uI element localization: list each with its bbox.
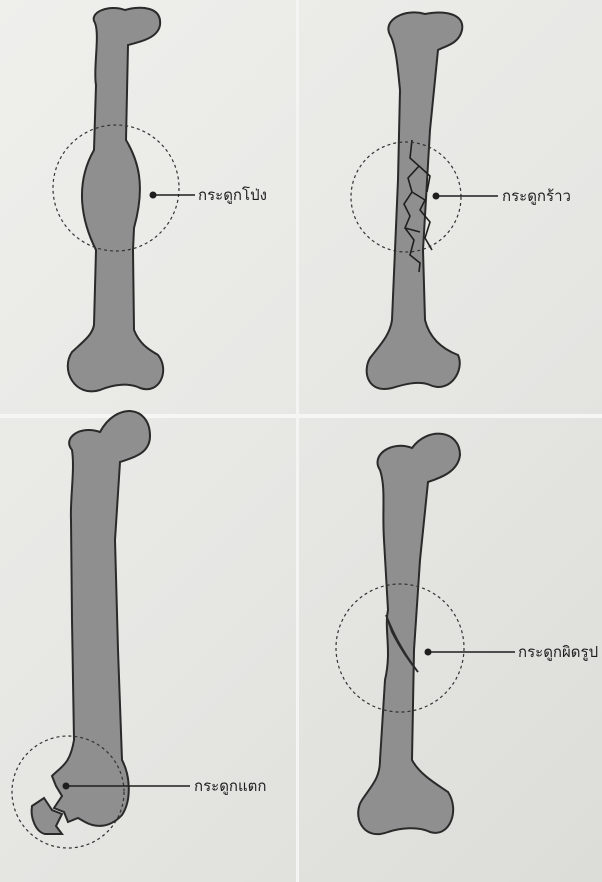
bone-swollen xyxy=(68,8,163,392)
label-broken-bone: กระดูกแตก xyxy=(194,777,267,795)
cracked-leader-dot xyxy=(433,193,440,200)
deformed-leader-dot xyxy=(425,649,432,656)
label-cracked-bone: กระดูกร้าว xyxy=(502,187,571,205)
bone-broken xyxy=(52,411,150,826)
label-deformed-bone: กระดูกผิดรูป xyxy=(518,643,598,661)
bone-deformed xyxy=(358,434,460,835)
broken-leader-dot xyxy=(63,783,70,790)
bone-cracked xyxy=(367,12,463,389)
swollen-leader-dot xyxy=(150,192,157,199)
label-swollen-bone: กระดูกโป่ง xyxy=(198,186,267,204)
